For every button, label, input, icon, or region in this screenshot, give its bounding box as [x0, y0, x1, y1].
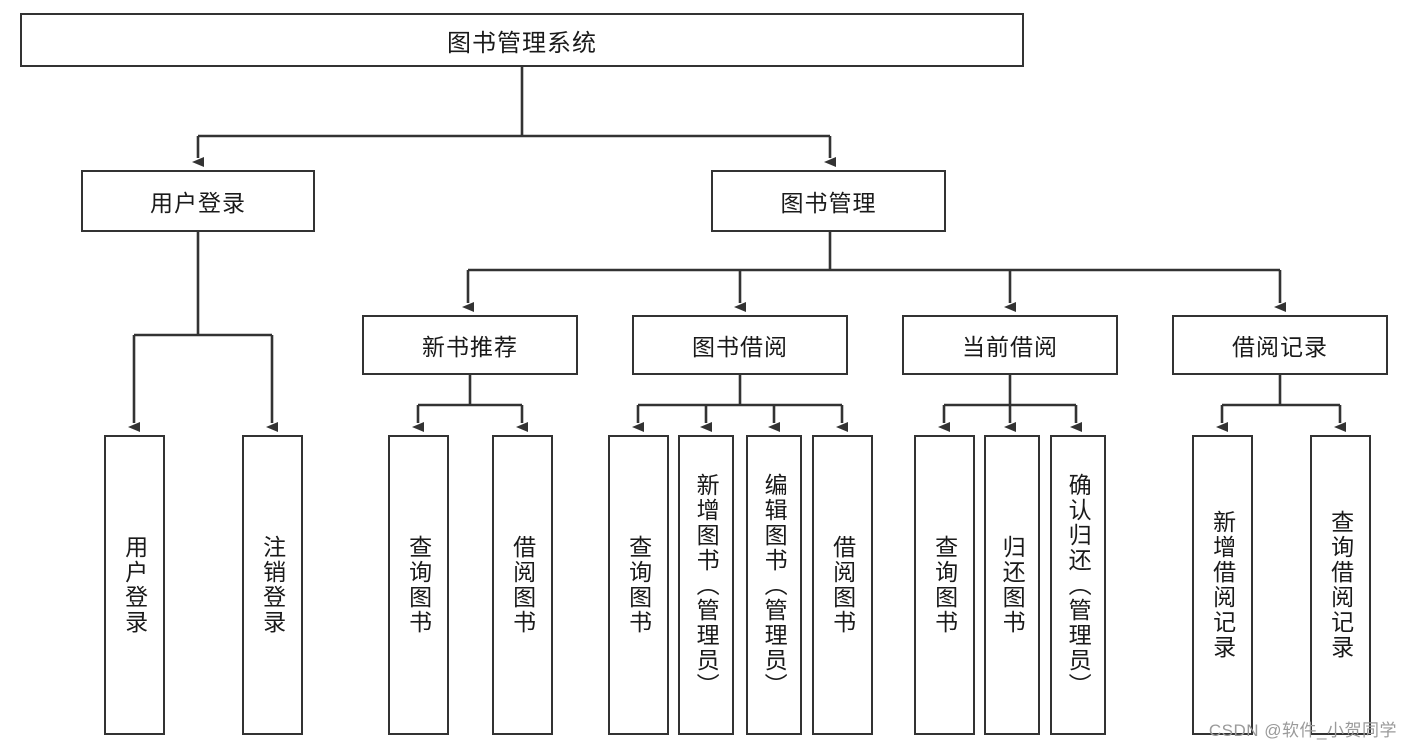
node-book-borrow[interactable]: 图书借阅 [632, 315, 848, 375]
leaf-current-confirm-return-admin[interactable]: 确认归还（管理员） [1050, 435, 1106, 735]
node-label: 图书管理系统 [447, 29, 597, 57]
node-label: 借阅记录 [1232, 334, 1328, 360]
node-new-book-recommend[interactable]: 新书推荐 [362, 315, 578, 375]
leaf-record-query-record[interactable]: 查询借阅记录 [1310, 435, 1371, 735]
leaf-borrow-add-book-admin[interactable]: 新增图书（管理员） [678, 435, 734, 735]
node-label: 查询图书 [625, 535, 652, 635]
node-label: 新书推荐 [422, 334, 518, 360]
node-label: 当前借阅 [962, 334, 1058, 360]
node-label: 用户登录 [121, 535, 148, 635]
leaf-borrow-borrow-book[interactable]: 借阅图书 [812, 435, 873, 735]
node-current-borrow[interactable]: 当前借阅 [902, 315, 1118, 375]
leaf-borrow-query-book[interactable]: 查询图书 [608, 435, 669, 735]
node-label: 确认归还（管理员） [1065, 472, 1092, 698]
node-label: 查询图书 [931, 535, 958, 635]
watermark: CSDN @软件_小贺同学 [1208, 721, 1397, 740]
node-label: 用户登录 [150, 190, 246, 216]
node-label: 新增图书（管理员） [693, 472, 720, 698]
node-label: 借阅图书 [829, 535, 856, 635]
node-label: 归还图书 [999, 535, 1026, 635]
node-label: 查询图书 [405, 535, 432, 635]
node-user-login[interactable]: 用户登录 [81, 170, 315, 232]
node-label: 图书管理 [780, 190, 877, 216]
leaf-record-add-record[interactable]: 新增借阅记录 [1192, 435, 1253, 735]
node-borrow-record[interactable]: 借阅记录 [1172, 315, 1388, 375]
leaf-new-book-borrow[interactable]: 借阅图书 [492, 435, 553, 735]
node-label: 新增借阅记录 [1209, 510, 1236, 660]
node-label: 查询借阅记录 [1327, 510, 1354, 660]
node-label: 借阅图书 [509, 535, 536, 635]
node-label: 编辑图书（管理员） [761, 472, 788, 698]
leaf-user-login-login[interactable]: 用户登录 [104, 435, 165, 735]
leaf-current-return-book[interactable]: 归还图书 [984, 435, 1040, 735]
node-label: 注销登录 [259, 535, 286, 635]
node-book-management[interactable]: 图书管理 [711, 170, 946, 232]
node-label: 图书借阅 [692, 334, 788, 360]
leaf-borrow-edit-book-admin[interactable]: 编辑图书（管理员） [746, 435, 802, 735]
leaf-user-login-logout[interactable]: 注销登录 [242, 435, 303, 735]
leaf-new-book-query[interactable]: 查询图书 [388, 435, 449, 735]
node-root-system[interactable]: 图书管理系统 [20, 13, 1024, 67]
leaf-current-query-book[interactable]: 查询图书 [914, 435, 975, 735]
